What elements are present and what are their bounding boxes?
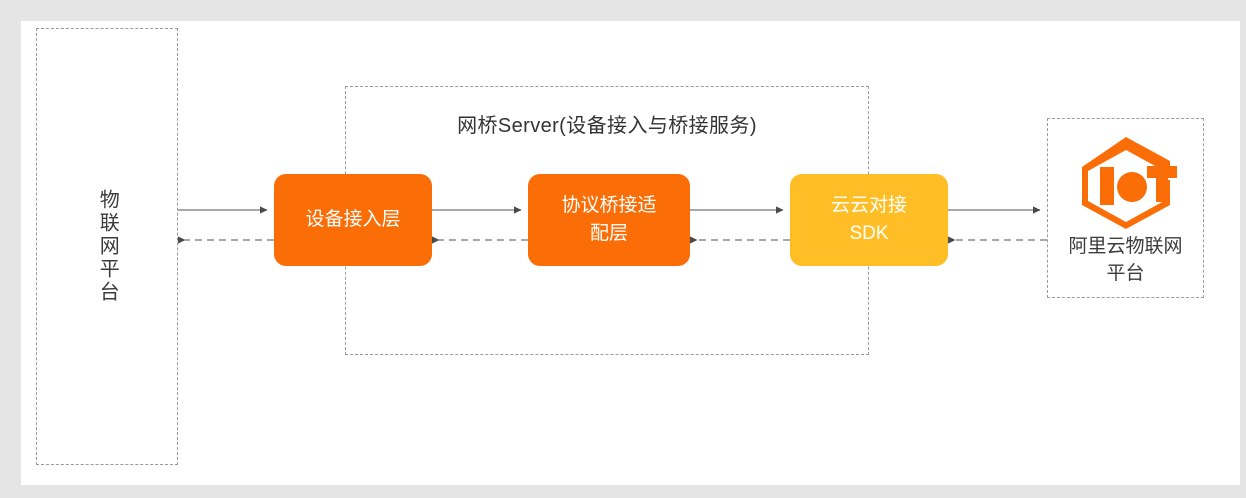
aliyun-iot-logo-icon (1081, 137, 1177, 229)
diagram-canvas: 物联网平台 网桥Server(设备接入与桥接服务) 阿里云物联网 平台 (21, 21, 1240, 485)
node-protocol-adapter[interactable]: 协议桥接适配层 (528, 174, 690, 266)
node-protocol-adapter-label: 协议桥接适配层 (561, 195, 657, 244)
aliyun-label-line-2: 平台 (1106, 262, 1145, 284)
iot-platform-container: 物联网平台 (36, 28, 178, 465)
node-cloud-sdk[interactable]: 云云对接SDK (790, 174, 948, 266)
node-cloud-sdk-label: 云云对接SDK (830, 195, 907, 244)
aliyun-iot-platform-container: 阿里云物联网 平台 (1047, 118, 1204, 298)
iot-platform-label: 物联网平台 (96, 189, 119, 304)
bridge-server-title: 网桥Server(设备接入与桥接服务) (457, 115, 757, 137)
node-device-access[interactable]: 设备接入层 (274, 174, 432, 266)
node-device-access-label: 设备接入层 (305, 209, 401, 231)
aliyun-iot-platform-label: 阿里云物联网 平台 (1048, 234, 1203, 287)
aliyun-label-line-1: 阿里云物联网 (1068, 236, 1183, 257)
iot-platform-label-wrap: 物联网平台 (37, 29, 177, 464)
